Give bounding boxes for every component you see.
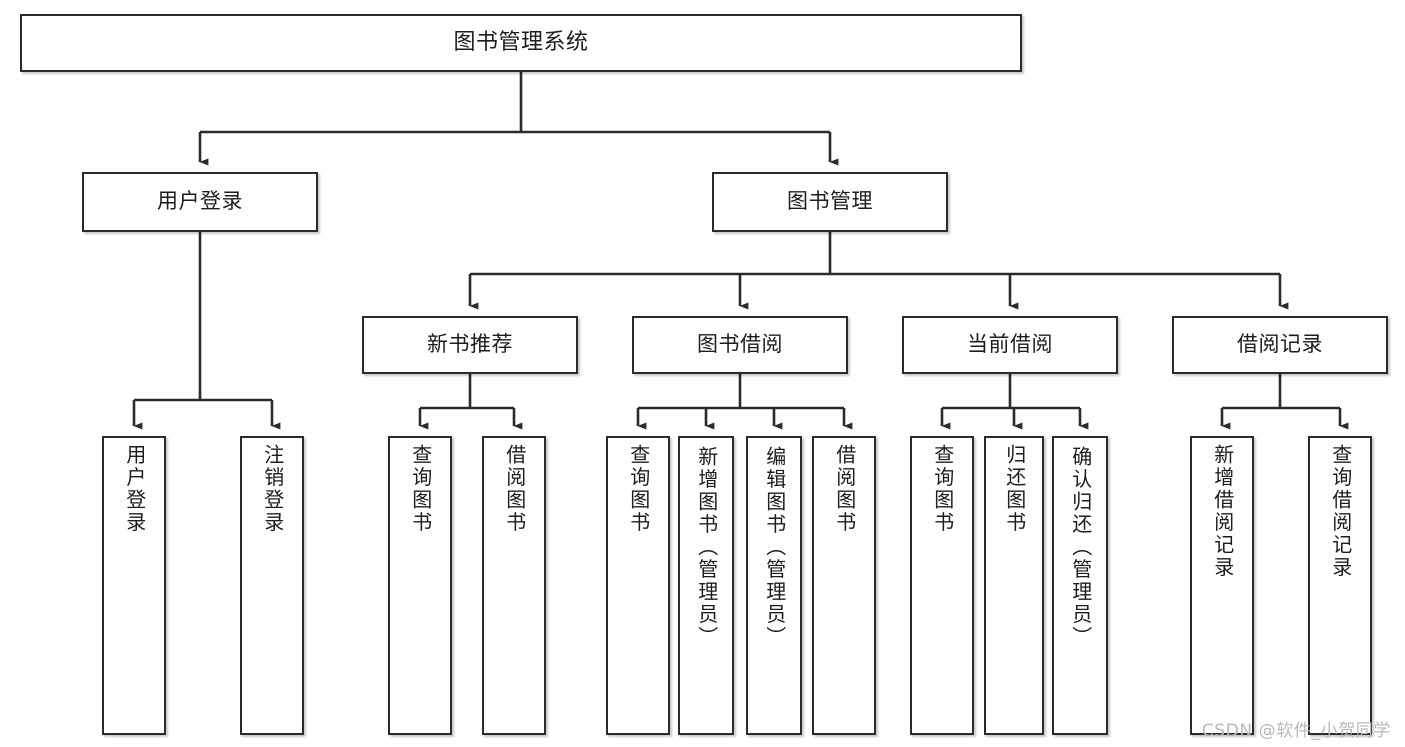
leaf-confirm-return[interactable]: 确认归还（管理员） (1052, 436, 1108, 735)
csdn-watermark: CSDN @软件_小贺同学 (1201, 721, 1391, 741)
leaf-borrow-book-2-label: 借阅图书 (832, 444, 857, 534)
leaf-user-login[interactable]: 用户登录 (102, 436, 166, 735)
node-book-manage[interactable]: 图书管理 (712, 172, 948, 232)
leaf-borrow-book-2[interactable]: 借阅图书 (812, 436, 876, 735)
leaf-query-book-2[interactable]: 查询图书 (606, 436, 670, 735)
leaf-borrow-book-1-label: 借阅图书 (502, 444, 527, 534)
node-user-login-label: 用户登录 (157, 189, 243, 214)
leaf-borrow-book-1[interactable]: 借阅图书 (482, 436, 546, 735)
leaf-user-login-label: 用户登录 (122, 444, 147, 534)
edges-root-to-level1 (198, 72, 839, 166)
edges-userlogin-to-leaves (132, 232, 281, 430)
node-current-borrow-label: 当前借阅 (967, 332, 1053, 357)
leaf-add-record-label: 新增借阅记录 (1210, 444, 1235, 579)
leaf-add-book-label: 新增图书（管理员） (694, 446, 719, 649)
leaf-return-book[interactable]: 归还图书 (984, 436, 1044, 735)
node-new-book-recommend-label: 新书推荐 (427, 332, 513, 357)
leaf-user-logout-label: 注销登录 (260, 444, 285, 534)
leaf-query-book-2-label: 查询图书 (626, 444, 651, 534)
node-current-borrow[interactable]: 当前借阅 (902, 316, 1118, 374)
leaf-edit-book-label: 编辑图书（管理员） (762, 446, 787, 649)
leaf-return-book-label: 归还图书 (1002, 444, 1027, 534)
leaf-query-book-3[interactable]: 查询图书 (910, 436, 974, 735)
leaf-query-record[interactable]: 查询借阅记录 (1308, 436, 1372, 735)
node-book-borrow-label: 图书借阅 (697, 332, 783, 357)
leaf-confirm-return-label: 确认归还（管理员） (1068, 446, 1093, 649)
node-root[interactable]: 图书管理系统 (20, 14, 1022, 72)
leaf-query-record-label: 查询借阅记录 (1328, 444, 1353, 579)
node-new-book-recommend[interactable]: 新书推荐 (362, 316, 578, 374)
leaf-query-book-1[interactable]: 查询图书 (388, 436, 452, 735)
leaf-user-logout[interactable]: 注销登录 (240, 436, 304, 735)
node-root-label: 图书管理系统 (453, 29, 589, 55)
node-borrow-record-label: 借阅记录 (1237, 332, 1323, 357)
leaf-query-book-3-label: 查询图书 (930, 444, 955, 534)
edges-currentborrow-to-leaves (940, 374, 1089, 430)
edges-borrowrecord-to-leaves (1220, 374, 1349, 430)
edges-bookmanage-to-level2 (468, 232, 1289, 310)
leaf-query-book-1-label: 查询图书 (408, 444, 433, 534)
leaf-add-book[interactable]: 新增图书（管理员） (678, 436, 734, 735)
node-borrow-record[interactable]: 借阅记录 (1172, 316, 1388, 374)
edges-bookborrow-to-leaves (636, 374, 853, 430)
node-book-manage-label: 图书管理 (787, 189, 873, 214)
node-book-borrow[interactable]: 图书借阅 (632, 316, 848, 374)
node-user-login[interactable]: 用户登录 (82, 172, 318, 232)
leaf-add-record[interactable]: 新增借阅记录 (1190, 436, 1254, 735)
edges-newbook-to-leaves (418, 374, 523, 430)
leaf-edit-book[interactable]: 编辑图书（管理员） (746, 436, 802, 735)
